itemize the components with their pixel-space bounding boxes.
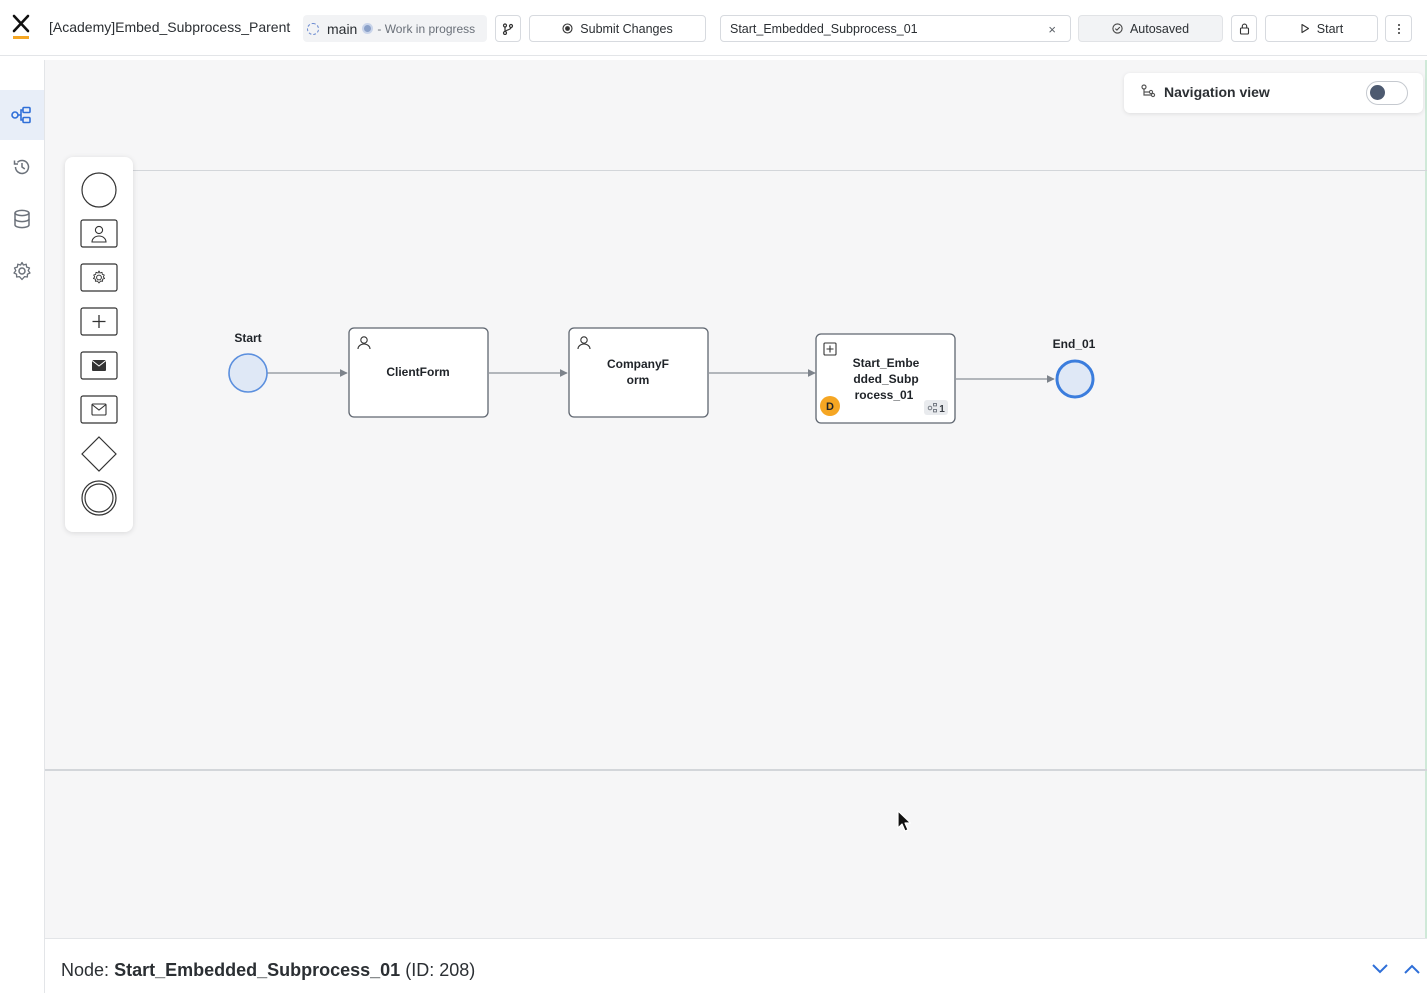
start-process-button[interactable]: Start <box>1265 15 1378 42</box>
process-diagram-icon <box>927 403 937 413</box>
receive-message-icon <box>80 395 118 424</box>
palette-service-task[interactable] <box>80 259 118 297</box>
palette-user-task[interactable] <box>80 215 118 253</box>
companyform-label-line2: orm <box>627 373 650 387</box>
process-canvas[interactable]: Start ClientForm CompanyF orm <box>45 60 1427 938</box>
start-label: Start <box>1316 21 1344 36</box>
palette-gateway[interactable] <box>80 435 118 473</box>
branch-status: - Work in progress <box>377 21 476 36</box>
subprocess-expand-icon[interactable] <box>823 342 837 356</box>
database-icon <box>14 209 30 229</box>
autosaved-label: Autosaved <box>1129 21 1190 36</box>
top-bar: [Academy]Embed_Subprocess_Parent main - … <box>0 0 1427 56</box>
send-message-icon <box>80 351 118 380</box>
branch-selector[interactable]: main - Work in progress <box>303 15 487 42</box>
chevron-down-icon[interactable] <box>1370 961 1390 977</box>
node-search-input[interactable] <box>730 20 1030 38</box>
node-name: Start_Embedded_Subprocess_01 <box>114 960 401 980</box>
sidebar-item-process[interactable] <box>0 90 44 140</box>
autosaved-status-button[interactable]: Autosaved <box>1078 15 1223 42</box>
subprocess-count: 1 <box>939 404 945 415</box>
submit-changes-button[interactable]: Submit Changes <box>529 15 706 42</box>
palette-send-message[interactable] <box>80 347 118 385</box>
end-event-icon <box>81 480 117 516</box>
element-palette <box>65 157 133 532</box>
branch-name: main <box>327 20 358 37</box>
navigation-icon <box>1141 84 1156 98</box>
embedded-subprocess-node[interactable]: Start_Embe dded_Subp rocess_01 D 1 <box>815 333 956 424</box>
service-task-icon <box>80 263 118 292</box>
palette-receive-message[interactable] <box>80 391 118 429</box>
process-diagram: Start ClientForm CompanyF orm <box>228 327 1096 424</box>
app-logo[interactable] <box>12 14 30 40</box>
clear-search-icon[interactable]: × <box>1048 22 1056 37</box>
lock-icon <box>1239 23 1249 35</box>
start-event-label: Start <box>234 331 261 345</box>
left-sidebar <box>0 60 45 993</box>
toggle-knob <box>1370 85 1385 100</box>
git-branch-icon <box>502 22 514 35</box>
status-dot-icon <box>362 23 374 34</box>
canvas-divider <box>45 769 1427 771</box>
sequence-flows <box>267 369 1055 383</box>
gateway-icon <box>81 436 117 472</box>
palette-start-event[interactable] <box>80 171 118 209</box>
start-event-icon <box>81 172 117 208</box>
subprocess-count-chip: 1 <box>924 400 948 415</box>
clientform-label: ClientForm <box>386 365 449 379</box>
more-options-button[interactable] <box>1385 15 1412 42</box>
end-event-node[interactable]: End_01 <box>1053 337 1096 399</box>
node-details-text: Node: Start_Embedded_Subprocess_01 (ID: … <box>61 960 475 981</box>
end-event-label: End_01 <box>1053 337 1096 351</box>
sidebar-item-history[interactable] <box>0 142 44 192</box>
subprocess-label-line2: dded_Subp <box>853 372 918 386</box>
navigation-view-label: Navigation view <box>1164 84 1270 100</box>
process-diagram-icon <box>11 106 31 124</box>
palette-subprocess[interactable] <box>80 303 118 341</box>
palette-end-event[interactable] <box>80 479 118 517</box>
loading-icon <box>307 22 319 35</box>
start-event-node[interactable]: Start <box>228 331 268 393</box>
gear-icon <box>13 261 31 281</box>
companyform-label-line1: CompanyF <box>607 357 669 371</box>
user-task-icon <box>80 219 118 248</box>
subprocess-label-line3: rocess_01 <box>855 388 914 402</box>
more-vertical-icon <box>1397 23 1400 34</box>
sidebar-item-settings[interactable] <box>0 246 44 296</box>
status-badge: D <box>820 396 840 416</box>
record-icon <box>562 23 573 34</box>
check-circle-icon <box>1112 23 1123 34</box>
user-task-icon <box>357 336 371 350</box>
lock-button[interactable] <box>1231 15 1257 42</box>
play-icon <box>1301 23 1309 34</box>
chevron-up-icon[interactable] <box>1402 961 1422 977</box>
user-task-icon <box>577 336 591 350</box>
node-details-panel: Node: Start_Embedded_Subprocess_01 (ID: … <box>45 938 1427 993</box>
mouse-cursor-icon <box>897 810 912 832</box>
subprocess-label-line1: Start_Embe <box>853 356 920 370</box>
node-prefix: Node: <box>61 960 110 980</box>
node-search-field[interactable]: × <box>720 15 1071 42</box>
companyform-task-node[interactable]: CompanyF orm <box>568 327 709 418</box>
subprocess-icon <box>80 307 118 336</box>
navigation-view-panel: Navigation view <box>1124 73 1423 113</box>
process-title: [Academy]Embed_Subprocess_Parent <box>49 19 291 35</box>
branch-merge-button[interactable] <box>495 15 521 42</box>
submit-changes-label: Submit Changes <box>580 21 673 36</box>
navigation-view-toggle[interactable] <box>1366 81 1408 105</box>
history-icon <box>13 159 30 175</box>
clientform-task-node[interactable]: ClientForm <box>348 327 489 418</box>
status-badge-letter: D <box>826 401 834 413</box>
node-id: (ID: 208) <box>405 960 476 980</box>
sidebar-item-data[interactable] <box>0 194 44 244</box>
